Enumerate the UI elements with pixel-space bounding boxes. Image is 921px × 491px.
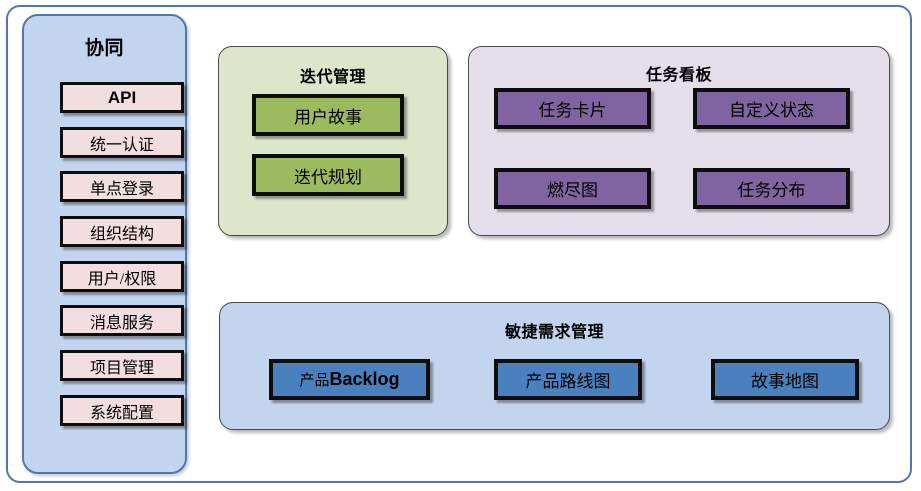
iteration-item-user-story[interactable]: 用户故事: [252, 94, 404, 136]
sidebar-item-unified-auth[interactable]: 统一认证: [60, 127, 184, 158]
sidebar-item-org-structure[interactable]: 组织结构: [60, 216, 184, 247]
iteration-item-iteration-plan[interactable]: 迭代规划: [252, 154, 404, 196]
panel-collaboration[interactable]: 协同 API 统一认证 单点登录 组织结构 用户/权限 消息服务 项目管理 系统…: [22, 14, 187, 474]
sidebar-item-project-mgmt[interactable]: 项目管理: [60, 350, 184, 381]
panel-task-board[interactable]: 任务看板 任务卡片 自定义状态 燃尽图 任务分布: [468, 46, 890, 236]
panel-agile-requirements-title: 敏捷需求管理: [504, 324, 604, 341]
sidebar-item-sso[interactable]: 单点登录: [60, 171, 184, 202]
sidebar-item-system-config[interactable]: 系统配置: [60, 395, 184, 426]
sidebar-item-user-perms[interactable]: 用户/权限: [60, 261, 184, 292]
requirements-item-product-roadmap[interactable]: 产品路线图: [494, 359, 642, 400]
requirements-item-product-backlog-cjk: 产品: [299, 373, 330, 389]
taskboard-item-custom-status[interactable]: 自定义状态: [693, 88, 850, 129]
panel-collaboration-title: 协同: [84, 38, 124, 59]
outer-frame: [6, 5, 912, 483]
taskboard-item-task-distribution[interactable]: 任务分布: [693, 168, 850, 209]
taskboard-item-burndown-chart[interactable]: 燃尽图: [494, 168, 651, 209]
sidebar-item-api[interactable]: API: [60, 82, 184, 113]
panel-iteration-management-title: 迭代管理: [299, 69, 366, 86]
sidebar-item-messaging[interactable]: 消息服务: [60, 305, 184, 336]
taskboard-item-task-card[interactable]: 任务卡片: [494, 88, 651, 129]
requirements-item-story-map[interactable]: 故事地图: [711, 359, 859, 400]
panel-iteration-management[interactable]: 迭代管理 用户故事 迭代规划: [218, 46, 448, 236]
panel-task-board-title: 任务看板: [645, 67, 712, 84]
requirements-item-product-backlog-latin: Backlog: [329, 369, 400, 389]
